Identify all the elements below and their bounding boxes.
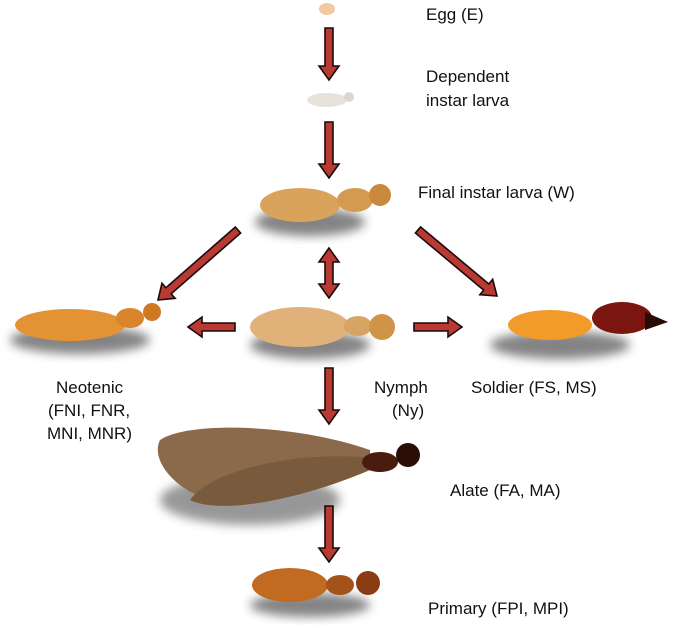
arrows — [156, 27, 499, 564]
neotenic-image — [10, 303, 161, 354]
label-primary: Primary (FPI, MPI) — [428, 599, 569, 618]
arrow-alate-to-primary — [317, 505, 341, 564]
label-egg: Egg (E) — [426, 5, 484, 24]
label-final-larva: Final instar larva (W) — [418, 183, 575, 202]
label-neotenic-2: (FNI, FNR, — [48, 401, 131, 420]
label-nymph-1: Nymph — [374, 378, 428, 397]
label-soldier: Soldier (FS, MS) — [471, 378, 597, 397]
soldier-image — [490, 302, 668, 359]
dependent-larva-image — [307, 92, 354, 107]
arrow-final-to-neotenic — [156, 225, 242, 301]
primary-reproductive-image — [250, 568, 380, 617]
arrow-egg-to-dependent — [317, 27, 341, 82]
label-neotenic-1: Neotenic — [56, 378, 124, 397]
egg-image — [319, 3, 335, 15]
arrow-dependent-to-final — [317, 121, 341, 180]
label-neotenic-3: MNI, MNR) — [47, 424, 132, 443]
label-dependent-2: instar larva — [426, 91, 510, 110]
nymph-image — [250, 307, 395, 359]
label-dependent-1: Dependent — [426, 67, 510, 86]
arrow-nymph-to-neotenic — [186, 315, 236, 339]
alate-image — [157, 427, 420, 525]
arrow-final-to-soldier — [414, 225, 499, 297]
label-nymph-2: (Ny) — [392, 401, 425, 420]
arrow-nymph-to-alate — [317, 367, 341, 426]
final-larva-image — [255, 184, 391, 236]
arrow-final-nymph-bidirectional — [317, 246, 341, 300]
arrow-nymph-to-soldier — [413, 315, 464, 339]
label-alate: Alate (FA, MA) — [450, 481, 561, 500]
